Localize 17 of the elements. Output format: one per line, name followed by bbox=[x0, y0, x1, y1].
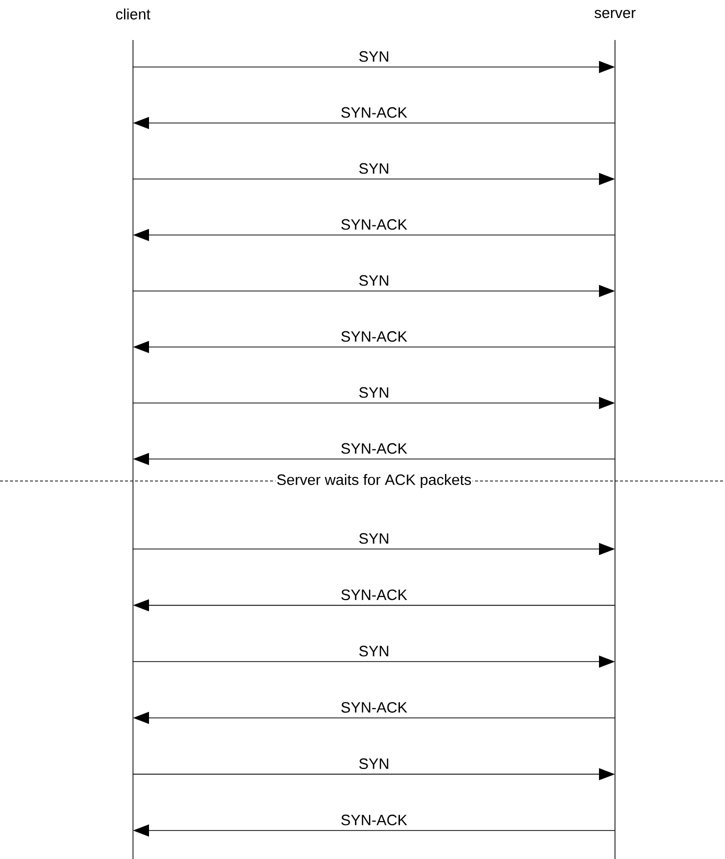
edge-label: SYN bbox=[359, 275, 388, 286]
edge-label: SYN bbox=[359, 387, 388, 398]
edge-label: SYN-ACK bbox=[341, 107, 408, 118]
edge-label: SYN bbox=[359, 163, 388, 174]
participant-label: client bbox=[116, 8, 150, 20]
edge-label: SYN bbox=[359, 533, 388, 544]
edge-label: SYN-ACK bbox=[341, 443, 408, 454]
edge-label: SYN bbox=[359, 51, 388, 62]
edge-label: SYN-ACK bbox=[341, 814, 408, 826]
edge-label: SYN-ACK bbox=[341, 331, 408, 342]
edge-label: SYN-ACK bbox=[341, 219, 408, 230]
participant-label: server bbox=[594, 10, 636, 18]
edge-label: SYN bbox=[359, 758, 388, 769]
note-label: Server waits for ACK packets bbox=[275, 473, 473, 489]
edge-label: SYN-ACK bbox=[341, 589, 408, 600]
edge-label: SYN-ACK bbox=[341, 702, 408, 713]
edge-label: SYN bbox=[359, 646, 388, 656]
